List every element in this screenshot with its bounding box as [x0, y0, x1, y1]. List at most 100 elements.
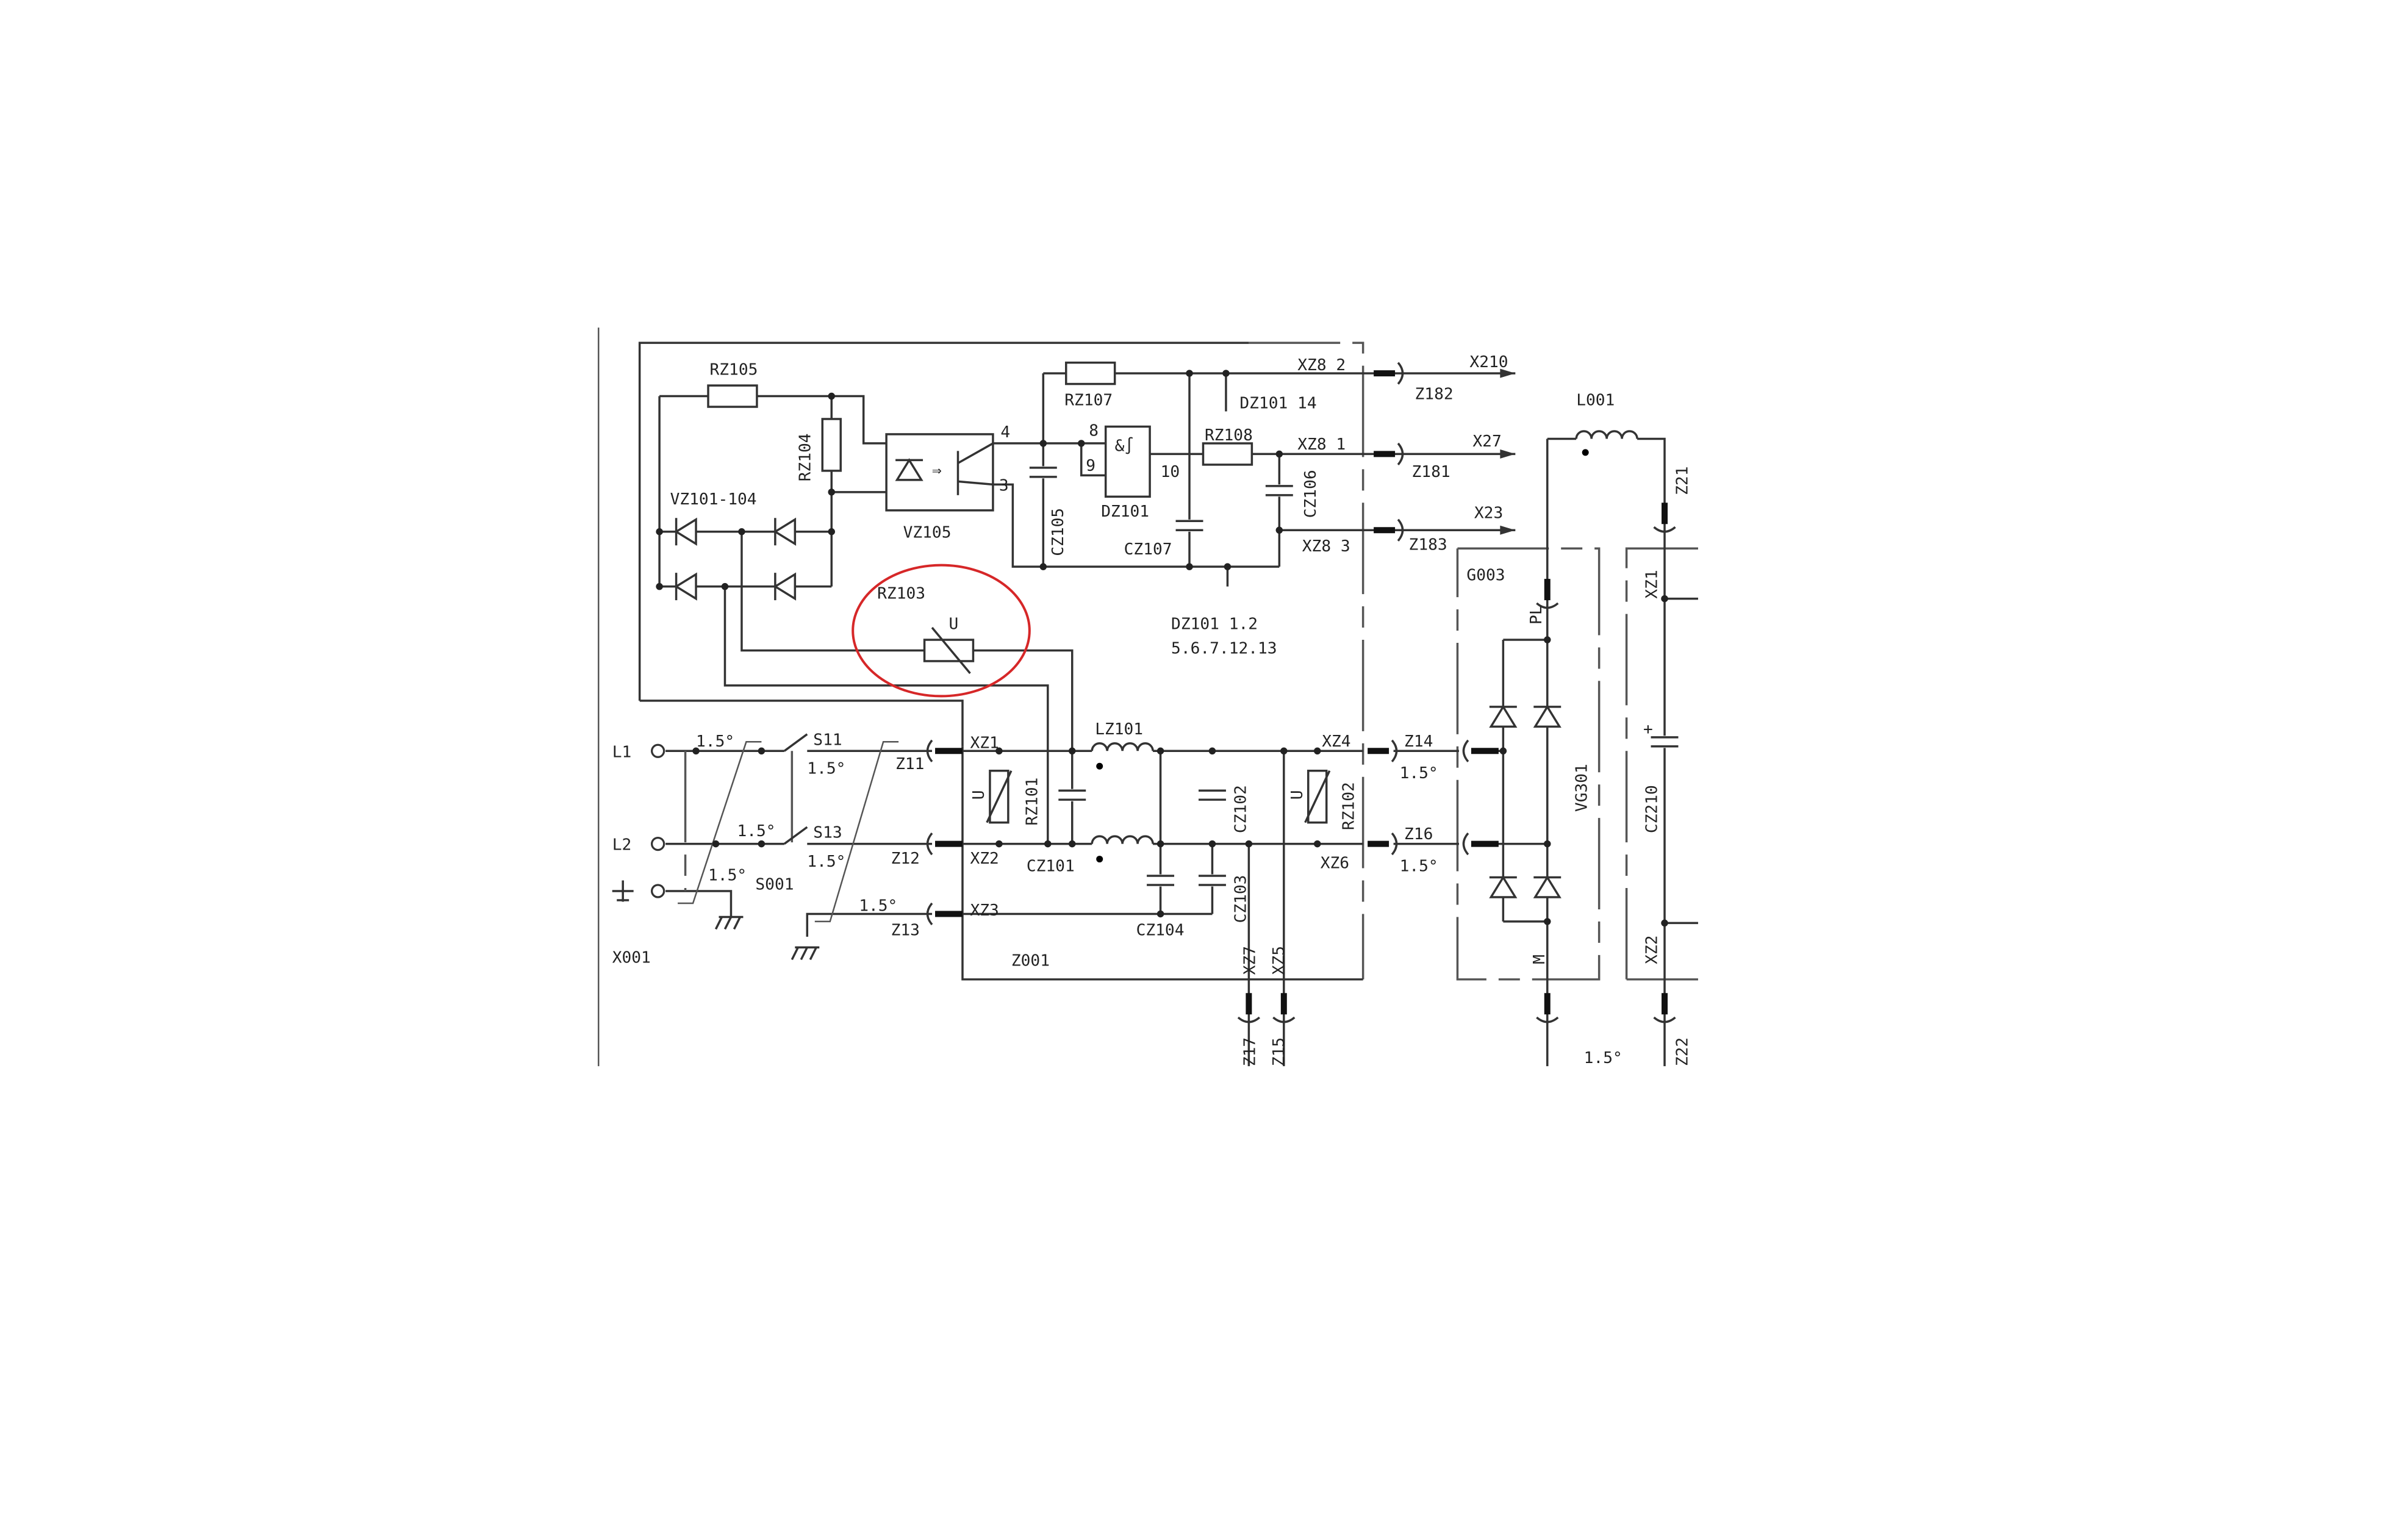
resistor-rz105 [707, 384, 758, 408]
junction-dot [1222, 370, 1230, 377]
inductor-l001 [1575, 430, 1638, 439]
label-w-z14: 1.5° [1400, 764, 1438, 783]
chassis-ground-icon [809, 947, 817, 961]
label-vz101-104: VZ101-104 [670, 490, 757, 509]
label-xz6: XZ6 [1321, 854, 1349, 873]
label-pl: PL [1527, 605, 1546, 625]
label-xz8-3: XZ8 3 [1302, 537, 1350, 556]
label-u-rz102: U [1288, 790, 1307, 800]
label-vg301: VG301 [1573, 764, 1591, 812]
connector-pl-socket [1536, 602, 1559, 609]
chassis-ground-icon [733, 916, 742, 930]
arrow-icon [1500, 368, 1516, 378]
label-s13: S13 [813, 824, 842, 842]
label-pin10: 10 [1161, 463, 1180, 481]
connector-xz6-socket [1391, 832, 1398, 856]
connector-m-socket [1536, 1016, 1559, 1023]
label-pin8: 8 [1089, 421, 1099, 440]
label-xz4: XZ4 [1322, 732, 1350, 751]
connector-xz7-socket [1237, 1016, 1260, 1023]
label-z21: Z21 [1673, 466, 1691, 495]
varistor-rz103 [923, 639, 975, 662]
resistor-rz107 [1065, 361, 1116, 385]
junction-dot [828, 392, 836, 400]
winding-dot [1096, 856, 1103, 863]
junction-dot [712, 840, 720, 848]
label-w6: 1.5° [859, 897, 897, 915]
label-dz101-12: DZ101 1.2 [1171, 615, 1258, 634]
label-xz1: XZ1 [970, 734, 999, 752]
label-xz8-2: XZ8 2 [1297, 356, 1346, 374]
label-dz101-14: DZ101 14 [1239, 395, 1316, 413]
diode-icon [773, 517, 797, 546]
label-z22: Z22 [1673, 1037, 1691, 1066]
junction-dot [1077, 440, 1085, 447]
junction-dot [656, 528, 663, 535]
junction-dot [1208, 840, 1216, 848]
module-frame [639, 700, 964, 747]
label-w4: 1.5° [807, 853, 845, 871]
connector-g003-in-socket [1462, 739, 1469, 762]
label-m: M [1530, 954, 1549, 964]
varistor-slash [986, 770, 1013, 823]
inductor-lz101 [1091, 835, 1154, 844]
junction-dot [1280, 747, 1288, 755]
junction-dot [1039, 440, 1047, 447]
label-w2: 1.5° [807, 760, 845, 778]
connector-z182-socket [1397, 362, 1404, 385]
label-z14: Z14 [1404, 732, 1433, 751]
connector-z22-socket [1653, 1016, 1676, 1023]
label-w1: 1.5° [696, 732, 734, 751]
label-z12: Z12 [891, 850, 920, 868]
terminal-icon [651, 836, 665, 851]
label-l1: L1 [612, 743, 632, 761]
capacitor-cz102-gap [1198, 789, 1226, 801]
g003-frame [1456, 547, 1601, 981]
label-xz2-r: XZ2 [1643, 936, 1662, 964]
label-z181: Z181 [1412, 463, 1450, 481]
junction-dot [1208, 747, 1216, 755]
junction-dot [656, 582, 663, 590]
junction-dot [1544, 918, 1551, 925]
connector-z183-socket [1397, 518, 1404, 542]
label-z16: Z16 [1404, 825, 1433, 843]
connector-z21-socket [1653, 526, 1676, 533]
label-cz103: CZ103 [1232, 875, 1250, 923]
connector-xz4-socket [1391, 739, 1398, 762]
label-rz108: RZ108 [1205, 426, 1253, 445]
label-pin3: 3 [999, 476, 1009, 495]
chassis-ground-icon [800, 947, 808, 961]
label-z13: Z13 [891, 921, 920, 939]
components: ⇒ [612, 361, 1679, 1023]
junction-dot [1039, 563, 1047, 570]
label-cz210: CZ210 [1643, 785, 1662, 833]
junction-dot [995, 747, 1003, 755]
winding-dot [1582, 449, 1589, 456]
wire [659, 395, 887, 445]
label-rz101: RZ101 [1023, 778, 1041, 826]
junction-dot [1544, 840, 1551, 848]
connector-xz5-socket [1272, 1016, 1296, 1023]
junction-dot [1661, 919, 1668, 927]
connector-z181-socket [1397, 442, 1404, 466]
capacitor-cz101-gap [1058, 789, 1086, 801]
label-pin4: 4 [1000, 423, 1010, 442]
phototransistor-emitter [958, 480, 994, 486]
label-s001: S001 [755, 875, 794, 894]
label-rz104: RZ104 [796, 433, 814, 481]
junction-dot [1544, 636, 1551, 643]
label-rz103: RZ103 [877, 585, 925, 603]
label-xz1-r: XZ1 [1643, 570, 1662, 598]
switch-actuator [678, 741, 762, 904]
junction-dot [1069, 840, 1076, 848]
chassis-ground-icon [714, 916, 723, 930]
connector-xz3-socket [926, 902, 933, 926]
label-pin9: 9 [1086, 457, 1095, 475]
switch-s13 [783, 826, 808, 845]
label-z11: Z11 [895, 755, 924, 773]
junction-dot [1186, 563, 1193, 570]
junction-dot [1499, 747, 1507, 755]
label-w-z16: 1.5° [1400, 858, 1438, 876]
label-gate: &∫ [1115, 437, 1135, 455]
